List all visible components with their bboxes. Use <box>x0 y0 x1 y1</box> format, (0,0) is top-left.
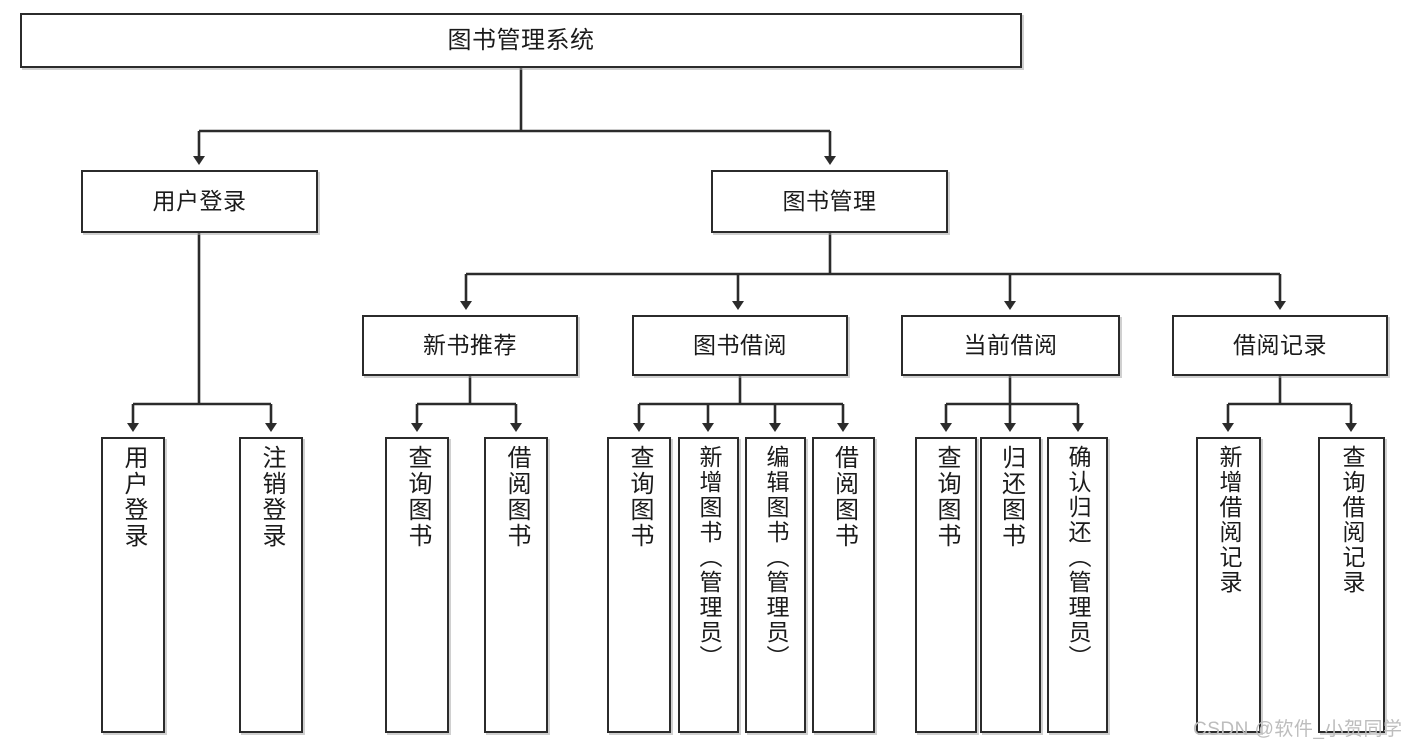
node-new-book-recommend[interactable]: 新书推荐 <box>362 315 578 376</box>
node-label: 查询图书 <box>404 445 431 549</box>
leaf-new-book-query-book[interactable]: 查询图书 <box>385 437 449 733</box>
node-label: 当前借阅 <box>963 332 1058 359</box>
node-label: 归还图书 <box>997 445 1025 549</box>
node-label: 确认归还（管理员） <box>1065 445 1091 670</box>
leaf-book-borrow-borrow-book[interactable]: 借阅图书 <box>812 437 875 733</box>
node-label: 用户登录 <box>152 188 247 215</box>
leaf-user-login-signout[interactable]: 注销登录 <box>239 437 303 733</box>
node-label: 图书管理系统 <box>447 26 595 54</box>
node-root-book-management-system[interactable]: 图书管理系统 <box>20 13 1022 68</box>
leaf-book-borrow-add-book-admin[interactable]: 新增图书（管理员） <box>678 437 739 733</box>
node-label: 新增图书（管理员） <box>696 445 722 670</box>
node-label: 注销登录 <box>258 445 285 549</box>
leaf-new-book-borrow-book[interactable]: 借阅图书 <box>484 437 548 733</box>
node-label: 图书借阅 <box>693 332 787 359</box>
node-label: 借阅记录 <box>1233 332 1327 359</box>
leaf-user-login-signin[interactable]: 用户登录 <box>101 437 165 733</box>
node-current-borrow[interactable]: 当前借阅 <box>901 315 1120 376</box>
csdn-watermark: CSDN @软件_小贺同学 <box>1193 719 1403 740</box>
leaf-borrow-record-add-record[interactable]: 新增借阅记录 <box>1196 437 1261 733</box>
leaf-current-borrow-query-book[interactable]: 查询图书 <box>915 437 977 733</box>
node-borrow-record[interactable]: 借阅记录 <box>1172 315 1388 376</box>
node-label: 图书管理 <box>782 188 877 215</box>
leaf-borrow-record-query-record[interactable]: 查询借阅记录 <box>1318 437 1385 733</box>
leaf-current-borrow-return-book[interactable]: 归还图书 <box>980 437 1041 733</box>
node-label: 查询图书 <box>933 445 960 549</box>
node-label: 新增借阅记录 <box>1216 445 1242 595</box>
node-book-borrow[interactable]: 图书借阅 <box>632 315 848 376</box>
leaf-book-borrow-edit-book-admin[interactable]: 编辑图书（管理员） <box>745 437 806 733</box>
leaf-current-borrow-confirm-return-admin[interactable]: 确认归还（管理员） <box>1047 437 1108 733</box>
node-label: 编辑图书（管理员） <box>763 445 789 670</box>
leaf-book-borrow-query-book[interactable]: 查询图书 <box>607 437 671 733</box>
node-label: 查询借阅记录 <box>1339 445 1365 595</box>
node-label: 新书推荐 <box>423 332 517 359</box>
node-label: 用户登录 <box>120 445 147 549</box>
node-label: 查询图书 <box>626 445 653 549</box>
node-book-management[interactable]: 图书管理 <box>711 170 948 233</box>
node-user-login[interactable]: 用户登录 <box>81 170 318 233</box>
node-label: 借阅图书 <box>830 445 858 549</box>
node-label: 借阅图书 <box>503 445 530 549</box>
